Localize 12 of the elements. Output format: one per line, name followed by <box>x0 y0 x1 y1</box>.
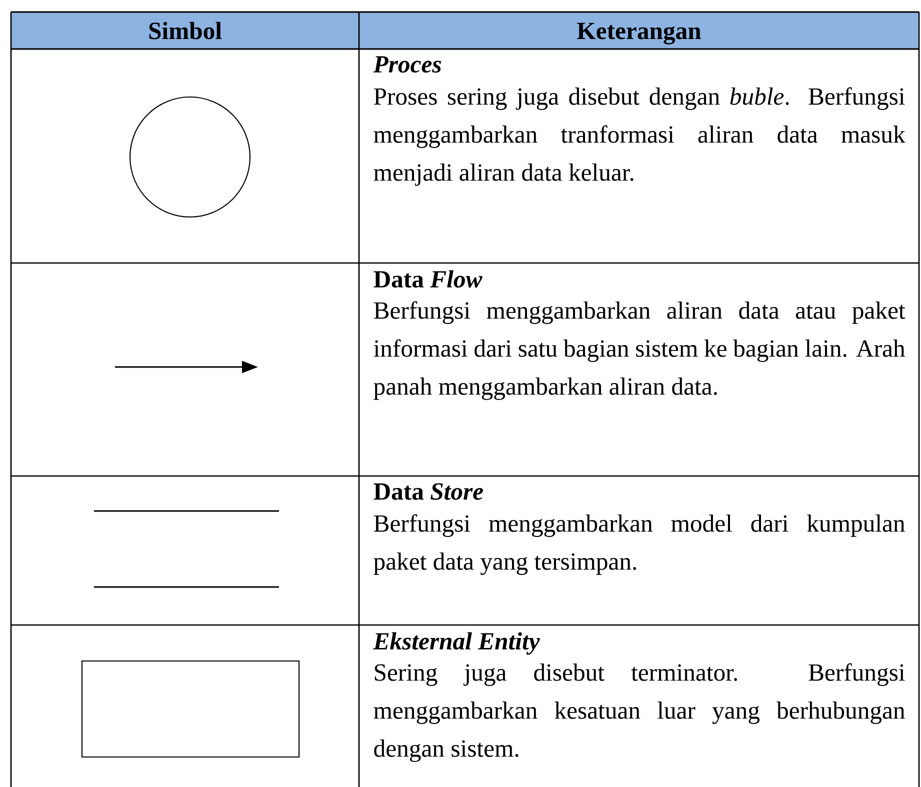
row-description: Proses sering juga disebut dengan buble. Berfungsi menggambarkan tranformasi aliran data masuk menjadi aliran data keluar. <box>374 87 906 186</box>
row-description: Berfungsi menggambarkan aliran data atau paket informasi dari satu bagian sistem ke bagian lain. Arah panah menggambarkan aliran data. <box>374 301 906 400</box>
row-heading: Proces <box>373 56 442 73</box>
column-header: Simbol <box>149 22 222 40</box>
row-description: Berfungsi menggambarkan model dari kumpulan paket data yang tersimpan. <box>374 514 905 575</box>
circle-symbol <box>129 96 251 218</box>
column-header: Keterangan <box>577 22 701 44</box>
row-heading: Data Flow <box>374 270 482 288</box>
rectangle-symbol <box>81 660 300 758</box>
row-heading: Eksternal Entity <box>373 632 540 655</box>
row-description: Sering juga disebut terminator. Berfungsi menggambarkan kesatuan luar yang berhubungan dengan sistem. <box>374 663 905 762</box>
row-heading: Data Store <box>374 483 484 500</box>
